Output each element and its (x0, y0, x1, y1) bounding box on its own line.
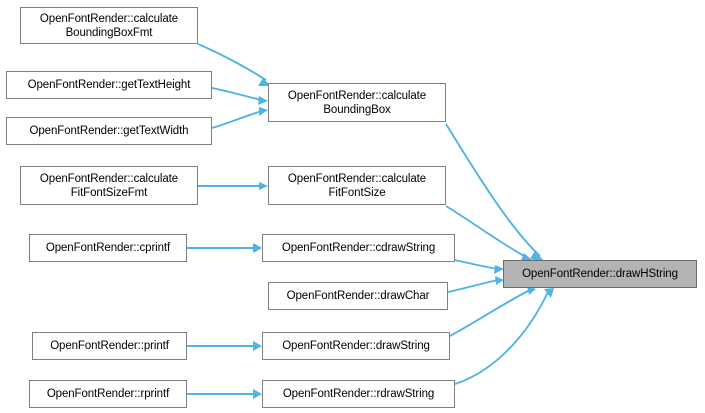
graph-node-calculateFitFontSizeFmt[interactable]: OpenFontRender::calculate FitFontSizeFmt (20, 166, 198, 205)
graph-node-drawChar[interactable]: OpenFontRender::drawChar (268, 282, 448, 310)
edge-calculateBoundingBox-to-drawHString (445, 123, 541, 257)
edge-getTextWidth-to-calculateBoundingBox (211, 110, 263, 129)
arrowhead-drawString (253, 341, 262, 351)
edge-cdrawString-to-drawHString (454, 259, 499, 270)
arrowhead-rdrawString (253, 389, 262, 399)
graph-node-calculateFitFontSize[interactable]: OpenFontRender::calculate FitFontSize (268, 166, 446, 205)
arrowhead-calculateBoundingBox (258, 96, 268, 105)
graph-node-calculateBoundingBox[interactable]: OpenFontRender::calculate BoundingBox (268, 83, 446, 122)
graph-node-rdrawString[interactable]: OpenFontRender::rdrawString (262, 380, 455, 408)
graph-node-calculateBoundingBoxFmt[interactable]: OpenFontRender::calculate BoundingBoxFmt (20, 7, 198, 44)
arrowhead-drawHString (530, 251, 545, 262)
graph-node-cprintf[interactable]: OpenFontRender::cprintf (29, 234, 187, 262)
arrowhead-calculateFitFontSize (259, 182, 268, 190)
edge-calculateFitFontSize-to-drawHString (445, 205, 529, 259)
graph-node-drawString[interactable]: OpenFontRender::drawString (262, 332, 450, 360)
graph-node-cdrawString[interactable]: OpenFontRender::cdrawString (262, 234, 455, 262)
graph-node-rprintf[interactable]: OpenFontRender::rprintf (29, 380, 187, 408)
graph-node-printf[interactable]: OpenFontRender::printf (32, 332, 187, 360)
arrowhead-drawHString (544, 288, 554, 298)
edge-getTextHeight-to-calculateBoundingBox (211, 87, 263, 101)
edge-drawString-to-drawHString (449, 289, 531, 337)
arrowhead-drawHString (494, 265, 504, 274)
arrowhead-calculateBoundingBox (259, 107, 268, 116)
graph-node-drawHString[interactable]: OpenFontRender::drawHString (503, 260, 697, 288)
edge-calculateBoundingBoxFmt-to-calculateBoundingBox (197, 43, 267, 81)
arrowhead-drawHString (495, 276, 504, 285)
graph-node-getTextWidth[interactable]: OpenFontRender::getTextWidth (6, 117, 212, 145)
edge-rdrawString-to-drawHString (454, 291, 549, 385)
edge-drawChar-to-drawHString (447, 279, 499, 293)
arrowhead-calculateBoundingBox (258, 78, 271, 86)
arrowhead-cdrawString (253, 243, 262, 253)
graph-node-getTextHeight[interactable]: OpenFontRender::getTextHeight (6, 71, 212, 99)
arrowhead-drawHString (527, 286, 536, 295)
